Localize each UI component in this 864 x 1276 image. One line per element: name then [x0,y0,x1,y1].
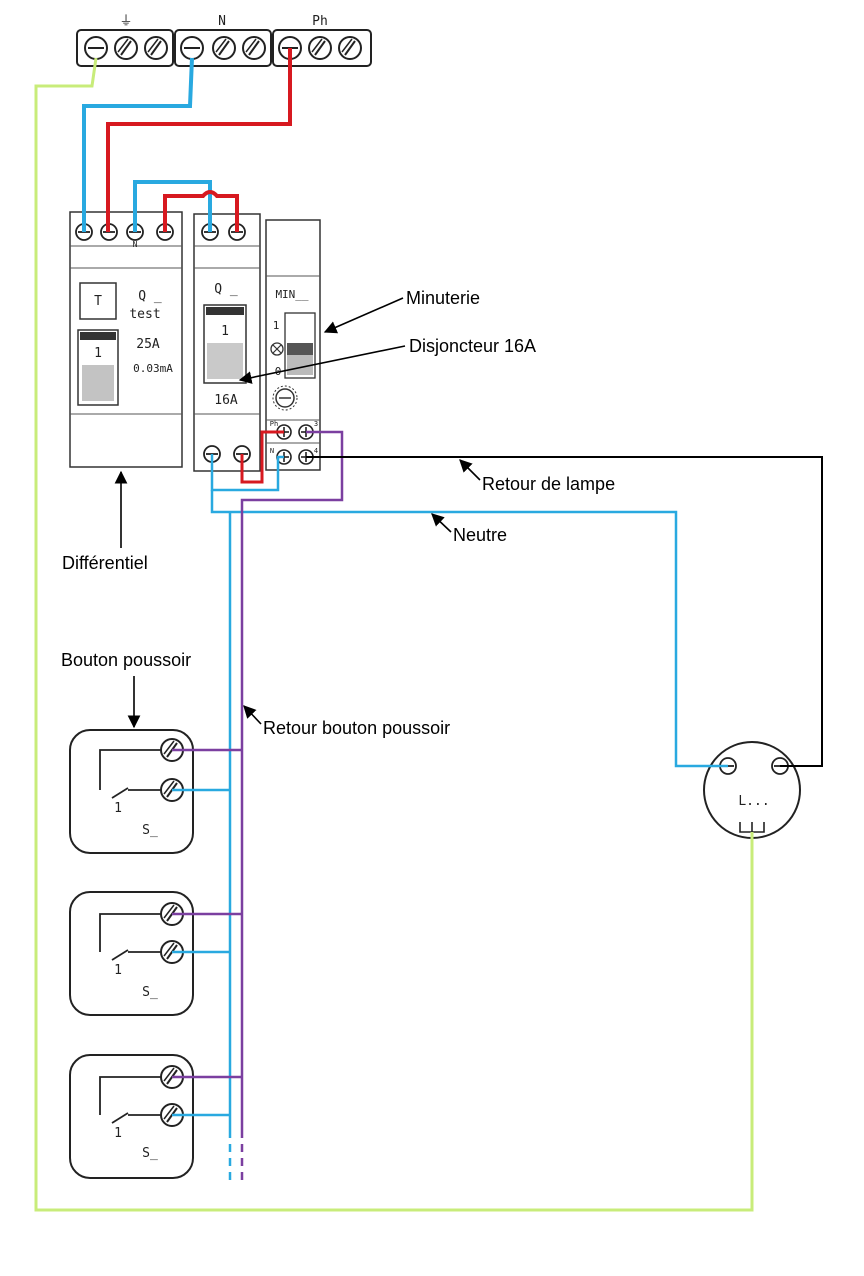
diff-q-label: Q _ [138,289,162,304]
label-disjoncteur: Disjoncteur 16A [409,336,536,356]
pushbutton-label: S_ [142,823,158,838]
breaker-rating: 16A [214,393,238,408]
neutral-bridge-wire [133,180,212,232]
test-button[interactable] [79,282,117,320]
phase-timer-wire [240,430,284,484]
pushbutton-return-wire [240,430,344,1130]
pushbutton-contact-label: 1 [114,1126,122,1141]
label-neutre: Neutre [453,525,507,545]
label-retour-bouton: Retour bouton poussoir [263,718,450,738]
neutral-supply-wire [82,57,194,232]
breaker-handle[interactable] [203,304,247,384]
pushbutton-label: S_ [142,985,158,1000]
pushbutton-contact-label: 1 [114,801,122,816]
retour-bouton-arrow [243,705,262,725]
neutral-terminal-label: N [218,14,226,29]
neutre-arrow [431,513,452,533]
phase-supply-wire [106,48,292,232]
timer-label: MIN__ [275,288,308,301]
timer-term-3: 3 [314,420,318,428]
label-bouton-poussoir: Bouton poussoir [61,650,191,670]
earth-wire [34,57,754,1212]
label-retour-lampe: Retour de lampe [482,474,615,494]
label-differentiel: Différentiel [62,553,148,573]
pushbutton-3[interactable]: 1 S_ [69,1054,194,1179]
neutral-main-wire [210,490,728,768]
diff-sensitivity: 0.03mA [133,362,173,375]
timer-dial-icon[interactable] [272,385,298,411]
differential-device: N T Q _ test 1 25A 0.03mA [69,211,183,468]
phase-bridge-wire [163,190,239,232]
pushbutton-2[interactable]: 1 S_ [69,891,194,1016]
timer-term-4: 4 [314,447,318,455]
terminal-block: ⏚ N Ph [76,14,372,67]
disjoncteur-arrow [238,345,406,384]
diff-test-label: test [129,307,160,322]
test-box-label: T [94,294,102,309]
pushbutton-contact-label: 1 [114,963,122,978]
lamp-fixture: L... [703,741,801,839]
timer-term-ph: Ph [270,420,278,428]
lamp-label: L... [738,794,769,809]
pushbutton-label: S_ [142,1146,158,1161]
minuterie-arrow [323,297,404,334]
breaker-q-label: Q _ [214,282,238,297]
timer-device: MIN__ 1 0 Ph 3 N 4 [265,219,321,471]
indicator-lamp-icon [270,342,284,356]
lamp-return-wire [306,456,823,767]
diff-rating: 25A [136,337,160,352]
diff-terminal-n: N [133,240,138,249]
breaker-handle-label: 1 [221,324,229,339]
pushbutton-1[interactable]: 1 S_ [69,729,194,854]
label-minuterie: Minuterie [406,288,480,308]
diff-handle-label: 1 [94,346,102,361]
phase-terminal-label: Ph [312,14,328,29]
timer-term-n: N [270,447,274,455]
neutral-timer-wire [210,454,284,492]
earth-terminal-label: ⏚ [119,14,132,29]
breaker-device: Q _ 1 16A [193,213,261,472]
retour-lampe-arrow [459,459,481,481]
timer-mark-1: 1 [273,319,280,332]
